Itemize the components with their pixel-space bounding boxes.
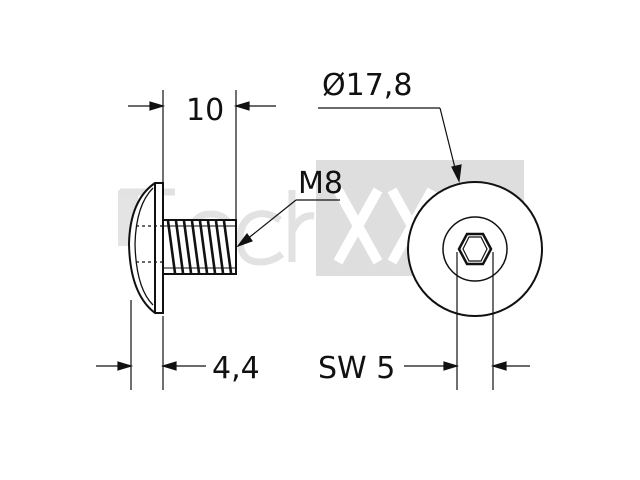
dimension-thread-length <box>128 90 276 219</box>
thread-size-label: M8 <box>298 166 343 201</box>
screw-head-inner-line <box>134 187 154 306</box>
head-outer-circle <box>407 181 543 317</box>
thread-lines <box>166 220 233 274</box>
dimension-wrench-size <box>404 252 530 390</box>
wrench-size-label: SW 5 <box>318 351 395 386</box>
head-inner-circle <box>442 216 508 282</box>
hex-socket <box>457 232 493 266</box>
head-height-label: 4,4 <box>212 351 260 386</box>
dimension-thread-size <box>236 199 340 248</box>
screw-side-view <box>127 182 237 314</box>
dimension-head-height <box>96 300 206 390</box>
head-diameter-label: Ø17,8 <box>322 68 412 103</box>
thread-length-label: 10 <box>186 93 224 128</box>
screw-top-view <box>407 181 543 317</box>
dimension-head-diameter <box>318 107 462 184</box>
